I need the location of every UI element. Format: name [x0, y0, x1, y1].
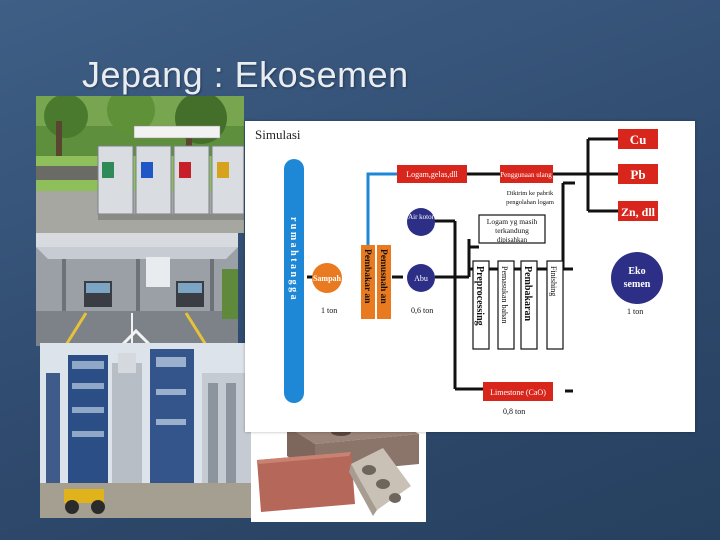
process-burning-label: Pembakaran [522, 266, 533, 321]
cu-box [618, 129, 658, 149]
metal-reuse-label: Penggunaan ulang [500, 171, 552, 179]
household-label: r u m a h t a n g g a [288, 217, 299, 300]
pb-box [618, 164, 658, 184]
furnace-label-2: Pemusnah an [378, 249, 388, 304]
metals-box-label: Logam,gelas,dll [406, 170, 458, 179]
process-material-mixing-box [497, 260, 515, 350]
process-preprocessing-box [472, 260, 490, 350]
metals-box [397, 165, 467, 183]
eco-cement-node [611, 252, 663, 304]
limestone-amount: 0,8 ton [503, 407, 525, 416]
metal-reuse-box [500, 165, 553, 183]
process-finishing-box [546, 260, 564, 350]
household-bar [284, 159, 304, 403]
eco-cement-amount: 1 ton [627, 307, 643, 316]
dirty-water-label: Air kotor [408, 213, 435, 221]
metal-reuse-note-line2: pengolahan logam [506, 199, 554, 206]
parking-structure-photo [36, 233, 238, 346]
furnace-bar-1 [361, 245, 375, 319]
process-material-mixing-label: Pemasukan bahan [500, 266, 509, 324]
limestone-label: Limestone (CaO) [490, 388, 546, 397]
process-finishing-label: Finishing [549, 266, 558, 296]
residual-metal-line3: dipisahkan [497, 236, 528, 244]
ash-amount: 0,6 ton [411, 306, 433, 315]
ash-node [407, 264, 435, 292]
pb-label: Pb [630, 167, 645, 182]
process-burning-box [520, 260, 538, 350]
industrial-plant-photo [40, 343, 262, 518]
slide-title: Jepang : Ekosemen [82, 54, 409, 95]
eco-cement-flow-diagram: Simulasi [245, 121, 695, 432]
eco-cement-line2: semen [624, 279, 651, 290]
eco-cement-line1: Eko [628, 266, 645, 277]
metal-reuse-note-line1: Dikirim ke pabrik [507, 190, 554, 197]
recycling-bins-photo [36, 96, 244, 233]
limestone-box [483, 382, 553, 401]
cu-label: Cu [630, 132, 647, 147]
waste-node [312, 263, 342, 293]
furnace-label-1: Pembakar an [362, 249, 372, 304]
residual-metal-box [478, 214, 546, 244]
process-preprocessing-label: Preprocessing [474, 266, 485, 326]
waste-node-label: Sampah [313, 274, 342, 283]
diagram-title: Simulasi [255, 127, 301, 142]
dirty-water-node [407, 208, 435, 236]
furnace-bar-2 [377, 245, 391, 319]
zn-label: Zn, dll [621, 205, 656, 219]
ash-node-label: Abu [414, 274, 428, 283]
metals-connector [366, 172, 397, 251]
waste-amount: 1 ton [321, 306, 337, 315]
residual-metal-line2: terkandung [495, 226, 529, 235]
zn-box [618, 201, 658, 221]
residual-metal-line1: Logam yg masih [487, 217, 538, 226]
